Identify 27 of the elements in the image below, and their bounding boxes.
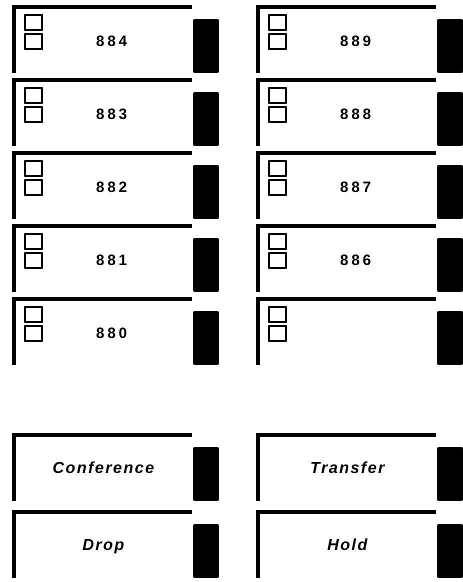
feature-key: [12, 433, 192, 501]
line-key: [12, 78, 192, 146]
key-label: 880: [96, 324, 130, 342]
key-label: 889: [340, 32, 374, 50]
line-key: [12, 151, 192, 219]
key-label: 883: [96, 106, 130, 122]
feature-key: [256, 433, 436, 501]
key-label: Conference: [52, 460, 156, 478]
key-label: 881: [96, 252, 130, 268]
key-label: 887: [340, 178, 374, 196]
feature-key: [12, 510, 192, 578]
key-label: Drop: [82, 537, 126, 555]
line-key: [256, 5, 436, 73]
line-key: [12, 297, 192, 365]
key-label: 888: [340, 106, 374, 122]
line-key: [256, 151, 436, 219]
line-key: [12, 224, 192, 292]
key-label: 882: [96, 178, 130, 196]
key-label: 886: [340, 252, 374, 268]
key-label: 884: [96, 32, 130, 50]
line-key: [12, 5, 192, 73]
feature-key: [256, 510, 436, 578]
line-key: [256, 224, 436, 292]
key-label: Hold: [327, 537, 369, 555]
key-label: Transfer: [310, 460, 386, 478]
line-key: [256, 78, 436, 146]
line-key: [256, 297, 436, 365]
